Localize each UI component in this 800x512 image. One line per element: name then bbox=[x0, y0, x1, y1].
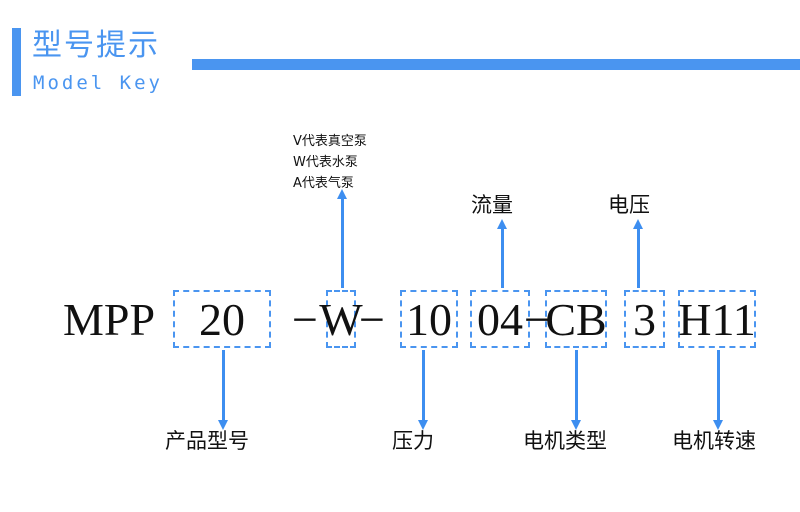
callout-product-model-label: 产品型号 bbox=[165, 429, 249, 453]
callout-pump-type-line-2: W代表水泵 bbox=[293, 155, 358, 170]
header-rule bbox=[192, 59, 800, 70]
callout-motor-type-label: 电机类型 bbox=[523, 429, 607, 453]
model-segment-motor-speed[interactable]: H11 bbox=[678, 290, 756, 348]
page-title-cn: 型号提示 bbox=[32, 28, 160, 63]
header-accent-bar bbox=[12, 28, 21, 96]
callout-pump-type-line-3: A代表气泵 bbox=[293, 176, 354, 191]
model-segment-pump-type[interactable]: W bbox=[319, 290, 363, 348]
model-prefix: MPP bbox=[63, 294, 156, 345]
callout-flow-label: 流量 bbox=[471, 193, 513, 217]
model-segment-flow[interactable]: 04 bbox=[470, 290, 530, 348]
model-segment-motor-type[interactable]: CB bbox=[545, 290, 607, 348]
model-segment-pressure[interactable]: 10 bbox=[400, 290, 458, 348]
callout-pressure-label: 压力 bbox=[392, 429, 434, 453]
model-segment-voltage[interactable]: 3 bbox=[624, 290, 665, 348]
callout-pump-type-line-1: V代表真空泵 bbox=[293, 134, 367, 149]
model-separator-1: − bbox=[292, 294, 318, 345]
page-title-en: Model Key bbox=[33, 72, 163, 94]
callout-voltage-label: 电压 bbox=[608, 193, 650, 217]
callout-motor-speed-label: 电机转速 bbox=[672, 429, 756, 453]
model-separator-2: − bbox=[359, 294, 385, 345]
model-segment-product-model[interactable]: 20 bbox=[173, 290, 271, 348]
